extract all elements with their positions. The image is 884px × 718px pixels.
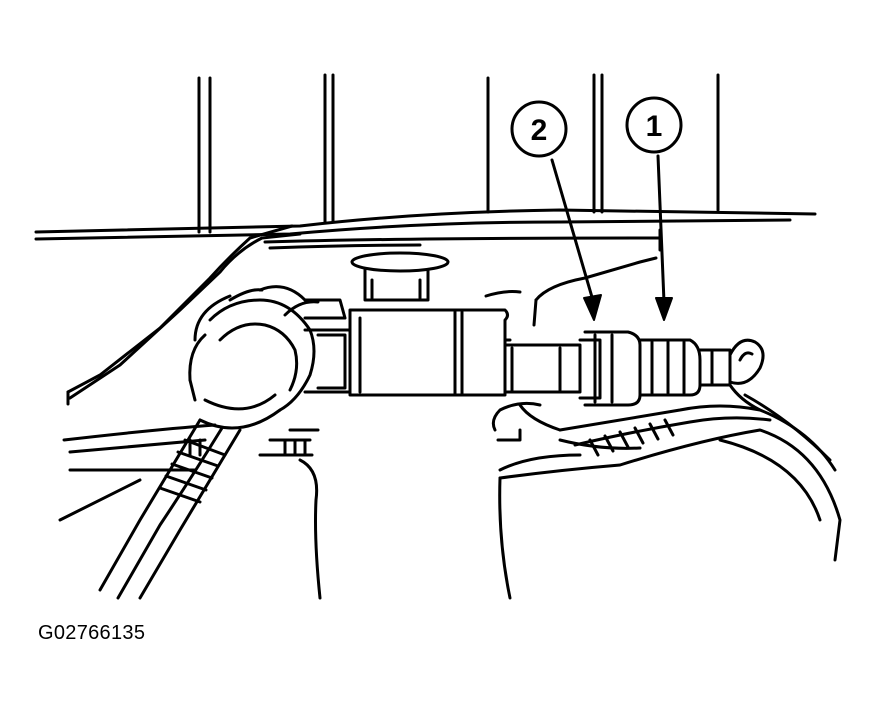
right-housing: [491, 401, 842, 600]
frame-members: [197, 73, 720, 234]
callout-1: [625, 96, 683, 321]
callout-2-label: 2: [531, 114, 548, 147]
wire-harness: [518, 383, 837, 472]
left-fitting: [228, 285, 352, 394]
left-elbow: [188, 294, 316, 430]
mounting-cap: [350, 251, 450, 302]
left-hose: [98, 418, 242, 600]
callout-2: [510, 100, 602, 321]
bracket-plate: [484, 256, 658, 327]
right-fitting-assembly: [503, 330, 765, 407]
distribution-block: [348, 308, 512, 397]
figure-id-caption: G02766135: [38, 622, 146, 644]
left-housing: [58, 423, 322, 600]
callout-1-label: 1: [646, 110, 663, 143]
panel-ledge: [34, 208, 817, 406]
